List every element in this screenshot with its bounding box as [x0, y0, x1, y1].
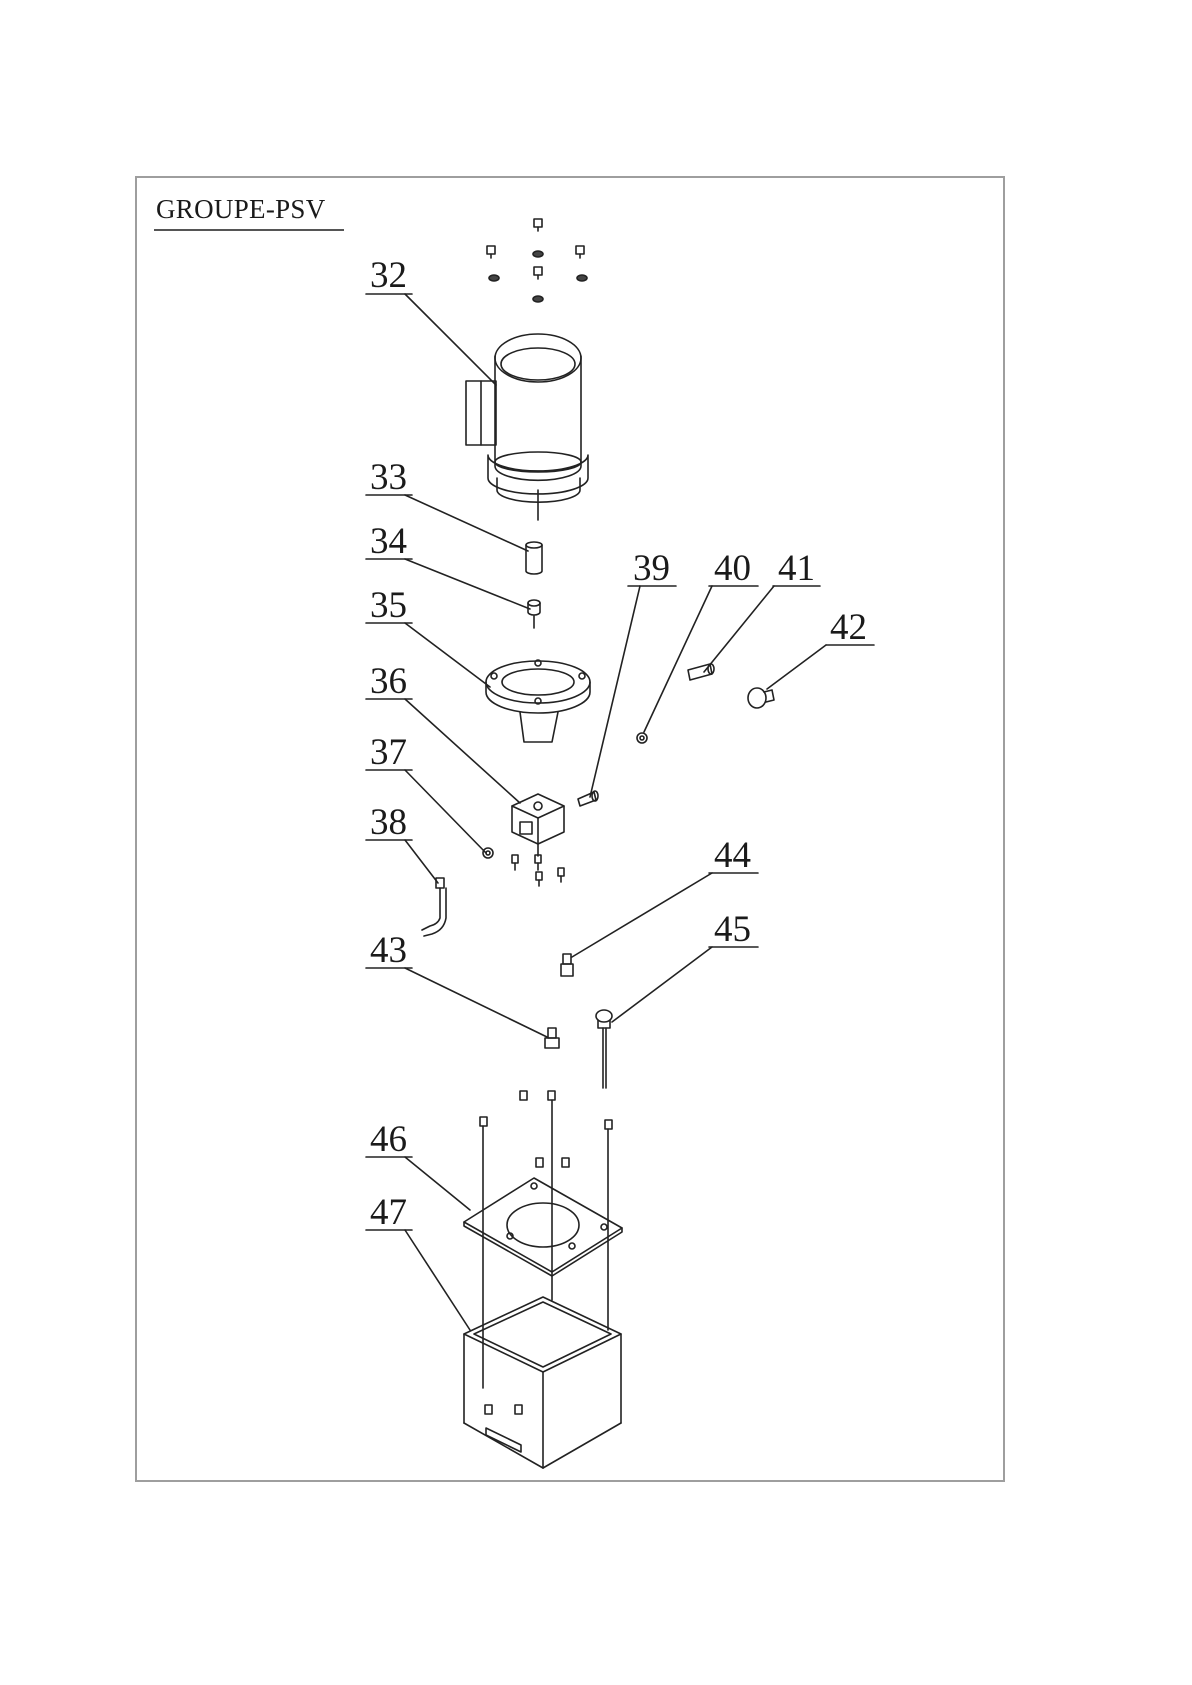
part-41 — [688, 664, 714, 680]
bell-housing — [486, 660, 590, 742]
fitting-44 — [561, 954, 573, 976]
motor-fixing-bolts — [487, 219, 587, 302]
oil-tank — [464, 1297, 621, 1468]
part-42 — [748, 688, 774, 708]
coupling-parts — [526, 542, 542, 628]
suction-hose — [422, 878, 446, 936]
fitting-37 — [483, 848, 493, 858]
electric-motor — [466, 334, 588, 520]
fitting-43 — [545, 1028, 559, 1048]
leader-lines — [366, 294, 874, 1330]
fitting-40 — [637, 733, 647, 743]
cover-plate — [464, 1178, 622, 1276]
fitting-39 — [578, 791, 598, 806]
hydraulic-pump — [512, 794, 564, 886]
level-gauge — [596, 1010, 612, 1088]
